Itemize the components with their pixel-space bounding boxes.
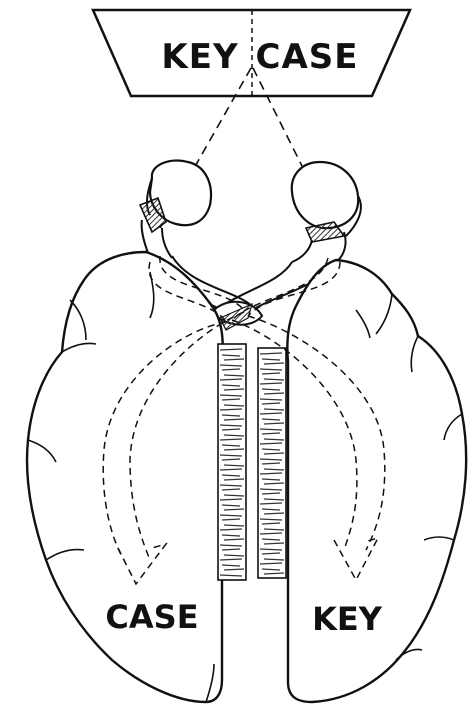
projection-screen: KEY CASE <box>93 10 410 96</box>
screen-left-word: KEY <box>161 37 238 77</box>
left-hemisphere-word: CASE <box>105 598 198 636</box>
right-eye <box>292 162 361 262</box>
left-eye <box>140 160 211 258</box>
corpus-callosum <box>218 344 286 580</box>
optic-nerve-right-inner <box>222 262 292 306</box>
right-hemisphere-word: KEY <box>312 600 383 638</box>
right-eyeball <box>292 162 358 228</box>
screen-right-word: CASE <box>256 37 359 77</box>
